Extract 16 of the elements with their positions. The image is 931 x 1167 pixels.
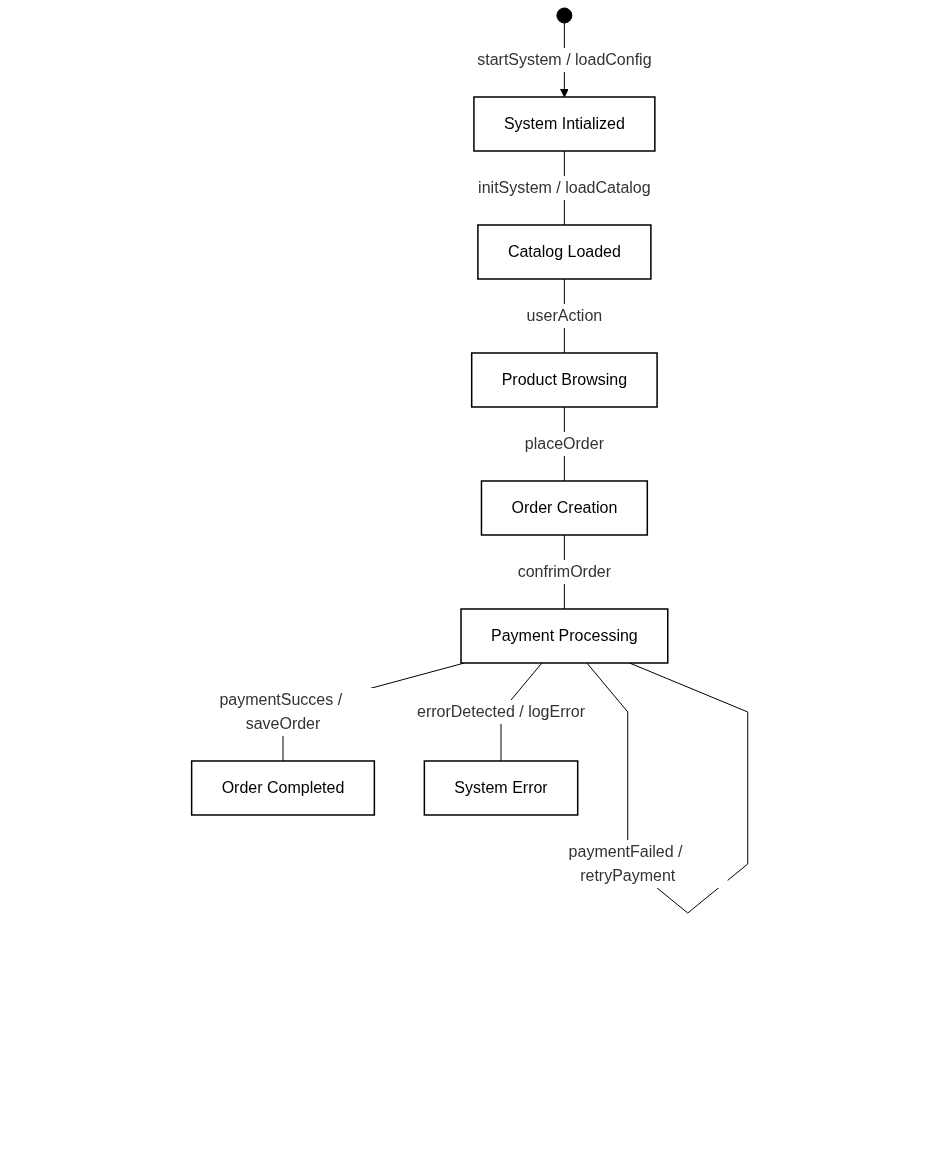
edge-label: userAction <box>526 307 603 324</box>
node-box: System Intialized <box>473 96 656 152</box>
node-box: Order Creation <box>480 480 649 536</box>
edge-label: confrimOrder <box>517 562 612 580</box>
node-box: System Error <box>423 760 579 816</box>
node-box: Order Completed <box>191 760 376 816</box>
edge-label: paymentFailed / retryPayment <box>568 842 683 884</box>
node-box: Catalog Loaded <box>477 224 652 280</box>
edge-label: initSystem / loadCatalog <box>478 179 651 196</box>
edge-label: startSystem / loadConfig <box>477 51 652 68</box>
node-box: Product Browsing <box>471 352 658 408</box>
node-box: Payment Processing <box>460 608 669 664</box>
edge-label: errorDetected / logError <box>417 702 586 720</box>
edge-label: placeOrder <box>524 435 605 452</box>
node-circle <box>556 7 573 24</box>
edge-label: paymentSucces / saveOrder <box>219 690 343 732</box>
